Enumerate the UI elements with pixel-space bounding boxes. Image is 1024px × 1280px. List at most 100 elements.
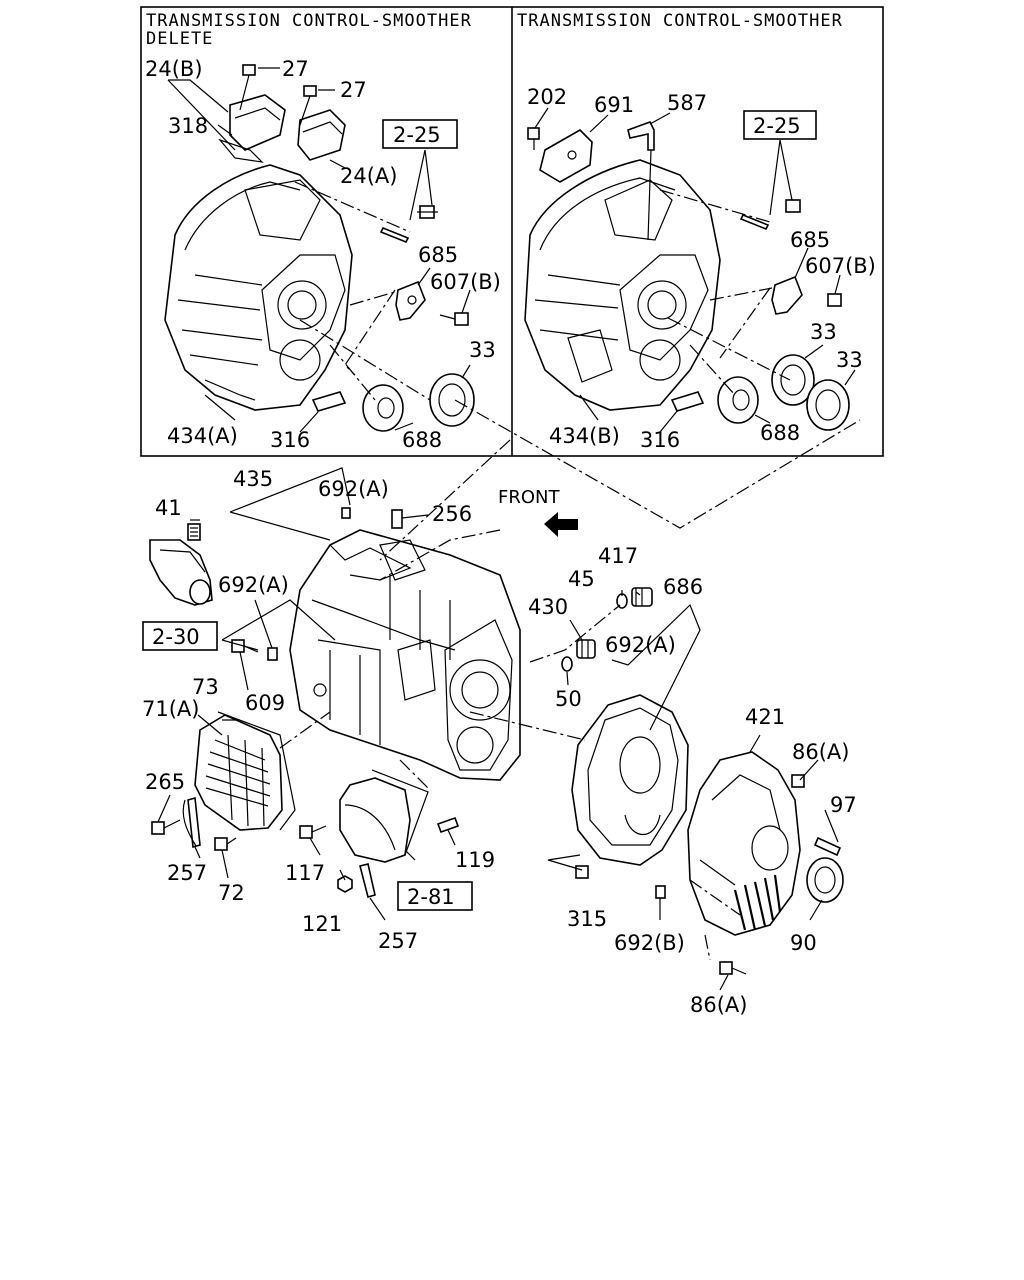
callout-50: 50 [555, 687, 582, 711]
callout-685-right: 685 [790, 228, 830, 252]
callout-691: 691 [594, 93, 634, 117]
cover-318 [218, 94, 286, 163]
callout-72: 72 [218, 881, 245, 905]
callout-609: 609 [245, 691, 285, 715]
callout-421: 421 [745, 705, 785, 729]
callout-686: 686 [663, 575, 703, 599]
seal-90 [806, 857, 844, 903]
ref-2-81-label: 2-81 [407, 885, 455, 909]
callout-692a-top: 692(A) [318, 477, 389, 501]
callout-71a: 71(A) [142, 697, 199, 721]
clutch-housing-434b [524, 159, 721, 411]
bolt-119 [436, 816, 460, 834]
callout-417: 417 [598, 544, 638, 568]
leaders-lower [157, 399, 861, 991]
ref-2-25-left-label: 2-25 [393, 123, 441, 147]
callout-45: 45 [568, 567, 595, 591]
callout-121: 121 [302, 912, 342, 936]
bearing-688-right [717, 376, 759, 424]
callout-202: 202 [527, 85, 567, 109]
bolt-86a-bottom [719, 961, 747, 975]
hose-257-right [359, 863, 376, 898]
callout-607b-right: 607(B) [805, 254, 876, 278]
leaders-left [167, 67, 471, 433]
callout-117: 117 [285, 861, 325, 885]
ref-2-30-label: 2-30 [152, 625, 200, 649]
ref-box-2-25-right[interactable]: 2-25 [743, 110, 817, 140]
bolt-97 [813, 836, 842, 857]
cover-71a [194, 711, 296, 831]
ref-box-2-25-left[interactable]: 2-25 [382, 119, 458, 149]
callout-316-left: 316 [270, 428, 310, 452]
dowel-pin-left [379, 205, 438, 244]
callout-33-left: 33 [469, 338, 496, 362]
callout-256: 256 [432, 502, 472, 526]
bracket-685-left [395, 280, 426, 321]
callout-27-a: 27 [282, 57, 309, 81]
callout-607b-left: 607(B) [430, 270, 501, 294]
bolt-607b-left [439, 312, 469, 326]
dowel-692a-top [341, 507, 351, 519]
washer-50 [561, 656, 573, 672]
callout-24b: 24(B) [145, 57, 203, 81]
bolt-607b-right [827, 293, 842, 307]
callout-587: 587 [667, 91, 707, 115]
callout-316-right: 316 [640, 428, 680, 452]
right-panel-title: TRANSMISSION CONTROL-SMOOTHER [517, 11, 843, 31]
bolt-265 [151, 819, 181, 835]
callout-688-left: 688 [402, 428, 442, 452]
bolt-315 [575, 865, 589, 879]
callout-33-right-a: 33 [810, 320, 837, 344]
callout-318: 318 [168, 114, 208, 138]
callout-685-left: 685 [418, 243, 458, 267]
clutch-housing-434a [164, 164, 353, 411]
seal-33-right-b [806, 379, 850, 431]
ref-box-2-30[interactable]: 2-30 [142, 621, 218, 651]
callout-86a-bottom: 86(A) [690, 993, 747, 1017]
left-panel-subtitle: DELETE [146, 29, 213, 49]
plate-316-right [670, 391, 705, 412]
rear-housing-421 [687, 751, 801, 936]
bolt-72 [214, 837, 237, 851]
cover-24a [297, 109, 346, 161]
dowel-692b [655, 885, 666, 899]
bolt-27-a [239, 64, 256, 111]
hose-257-left [182, 796, 201, 849]
left-panel-title: TRANSMISSION CONTROL-SMOOTHER [146, 11, 472, 31]
callout-434a: 434(A) [167, 424, 238, 448]
callout-86a-top: 86(A) [792, 740, 849, 764]
callout-257-right: 257 [378, 929, 418, 953]
bolt-202 [527, 127, 540, 150]
seal-33-left [429, 373, 475, 427]
callout-257-left: 257 [167, 861, 207, 885]
ref-box-2-81[interactable]: 2-81 [397, 881, 473, 911]
callout-435: 435 [233, 467, 273, 491]
bolt-117 [299, 825, 327, 839]
callout-692b: 692(B) [614, 931, 685, 955]
extension-housing-686 [571, 694, 689, 866]
callout-73: 73 [192, 675, 219, 699]
plug-417 [631, 587, 653, 607]
switch-assembly-41 [149, 523, 213, 606]
callout-434b: 434(B) [549, 424, 620, 448]
callout-692a-left: 692(A) [218, 573, 289, 597]
front-label: FRONT [498, 487, 560, 508]
dowel-pin-right [739, 199, 801, 231]
transmission-case-435 [289, 529, 521, 781]
bracket-685-right [771, 275, 803, 315]
callout-97: 97 [830, 793, 857, 817]
callout-692a-right: 692(A) [605, 633, 676, 657]
callout-90: 90 [790, 931, 817, 955]
callout-265: 265 [145, 770, 185, 794]
callout-119: 119 [455, 848, 495, 872]
callout-688-right: 688 [760, 421, 800, 445]
callout-24a: 24(A) [340, 164, 397, 188]
pin-256 [391, 509, 403, 529]
bolt-27-b [299, 85, 317, 126]
callout-430: 430 [528, 595, 568, 619]
ref-2-25-right-label: 2-25 [753, 114, 801, 138]
cover-2-81 [339, 777, 411, 863]
callout-27-b: 27 [340, 78, 367, 102]
callout-33-right-b: 33 [836, 348, 863, 372]
